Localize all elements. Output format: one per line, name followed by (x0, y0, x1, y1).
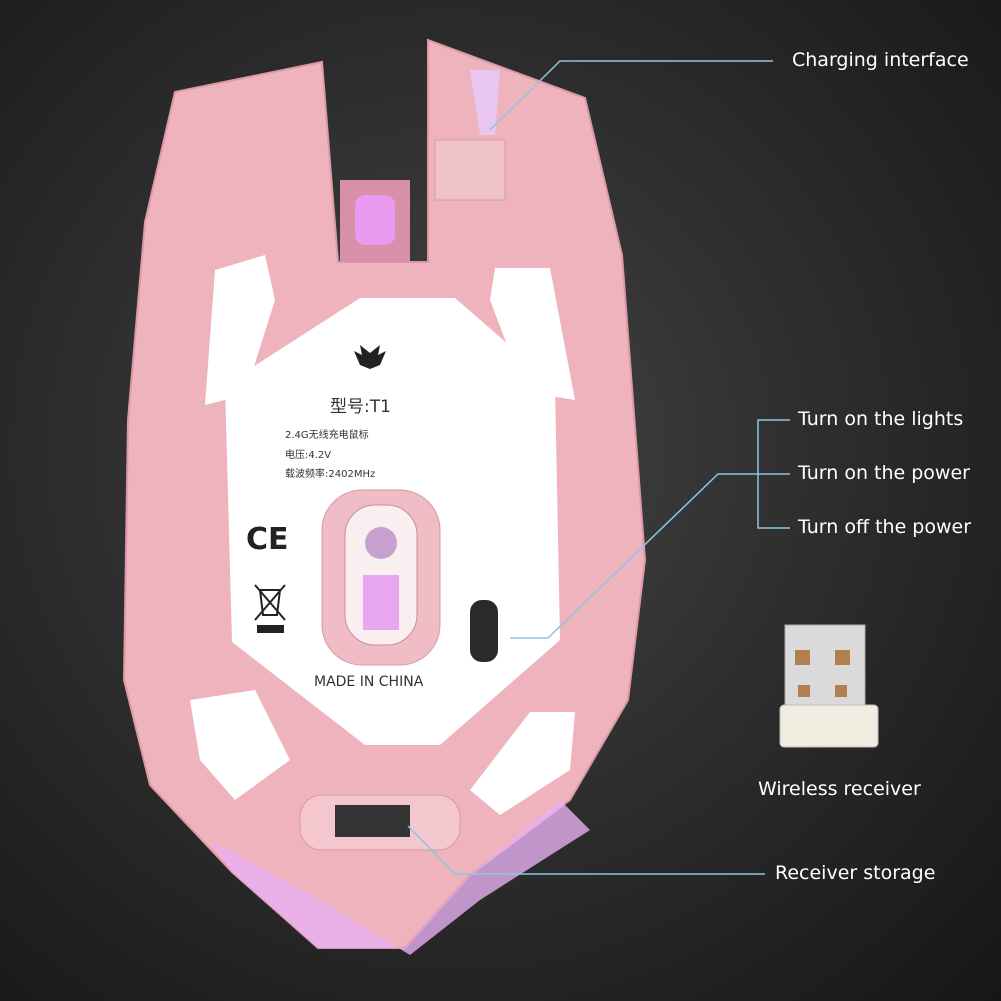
callout-turn-on-lights: Turn on the lights (798, 408, 964, 430)
callout-turn-on-power: Turn on the power (798, 462, 970, 484)
made-in-label: MADE IN CHINA (314, 674, 424, 690)
callout-wireless-receiver: Wireless receiver (758, 778, 921, 800)
ce-mark: CE (246, 522, 289, 557)
power-switch (470, 600, 498, 662)
mouse-body (122, 38, 647, 955)
recycle-bin-icon (254, 584, 286, 633)
frequency-label: 载波频率:2402MHz (285, 469, 376, 480)
usb-receiver (779, 624, 879, 748)
callout-turn-off-power: Turn off the power (798, 516, 972, 538)
product-desc: 2.4G无线充电鼠标 (285, 430, 369, 441)
model-label: 型号:T1 (330, 397, 391, 417)
callout-lines (407, 60, 790, 875)
voltage-label: 电压:4.2V (285, 450, 332, 461)
callout-charging-interface: Charging interface (792, 49, 969, 71)
callout-receiver-storage: Receiver storage (775, 862, 936, 884)
receiver-slot (335, 805, 410, 837)
brand-logo (354, 345, 386, 369)
